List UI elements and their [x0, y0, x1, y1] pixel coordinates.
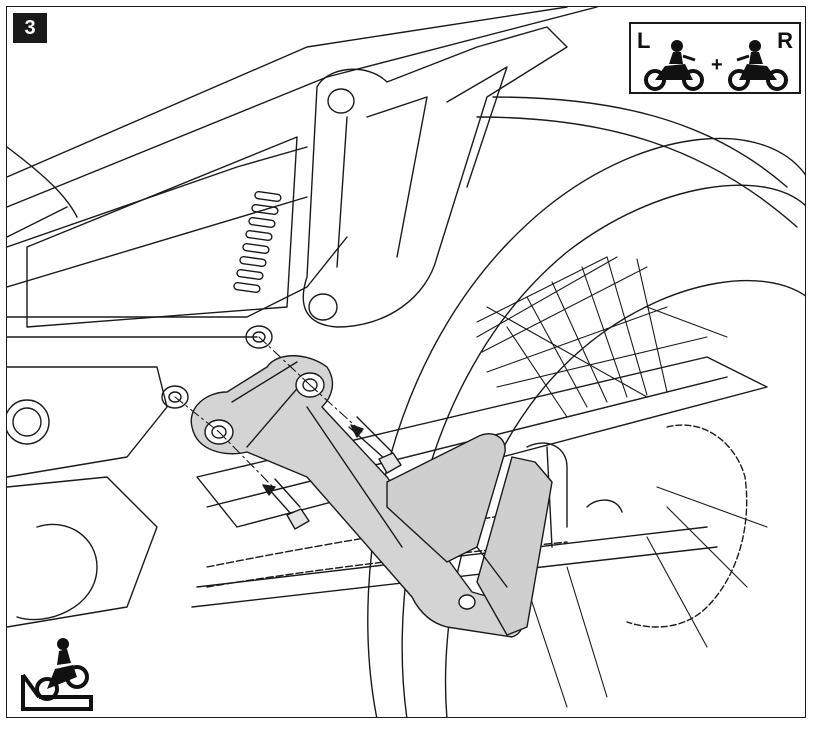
side-joiner: +: [711, 54, 723, 76]
heel-guard-plate: [386, 433, 553, 636]
arrow-head-lower: [262, 484, 276, 496]
motorcycle-left-side-icon: [644, 40, 704, 91]
instruction-frame: 3 L + R: [6, 6, 806, 718]
rear-sprocket: [626, 424, 748, 628]
right-side-label: R: [777, 28, 793, 53]
arrow-head-upper: [350, 424, 364, 438]
assembly-alignment-lines: [174, 336, 363, 490]
step-number-badge: 3: [13, 13, 47, 43]
side-cover-vents: [233, 190, 282, 294]
lower-frame: [7, 366, 168, 628]
wheel-spokes: [476, 256, 768, 708]
bracket-installation-drawing: [7, 7, 805, 717]
step-number: 3: [24, 16, 36, 39]
frame-mounting-holes: [161, 325, 273, 409]
side-indicator-box: L + R: [629, 22, 801, 94]
motorcycle-right-side-icon: [728, 40, 788, 91]
rear-wheel: [367, 96, 805, 717]
motorcycle-on-ramp-icon: [21, 638, 93, 711]
motorcycle-subframe: [7, 7, 598, 338]
left-side-label: L: [637, 28, 651, 53]
